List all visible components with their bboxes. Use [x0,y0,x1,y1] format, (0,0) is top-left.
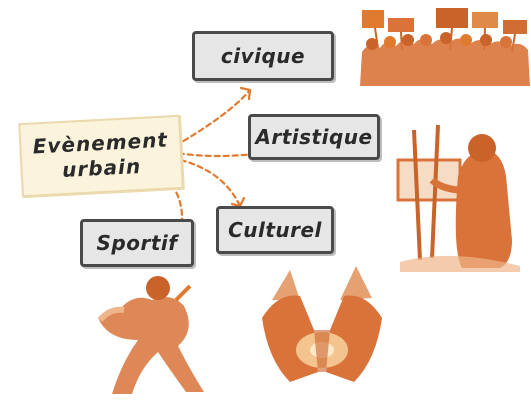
center-node-line-1: Evènement [32,127,169,159]
node-culturel: Culturel [216,206,334,254]
node-artistique: Artistique [248,114,380,160]
center-node-line-2: urbain [61,153,142,183]
center-node-evenement-urbain: Evènement urbain [18,114,184,198]
node-sportif: Sportif [80,219,194,267]
painter-illustration [396,124,520,272]
hands-holding-candle-illustration [262,266,382,382]
protest-crowd-illustration [360,8,530,86]
node-civique: civique [192,31,334,81]
arrowhead-civique [239,86,252,101]
runner-illustration [97,276,204,394]
